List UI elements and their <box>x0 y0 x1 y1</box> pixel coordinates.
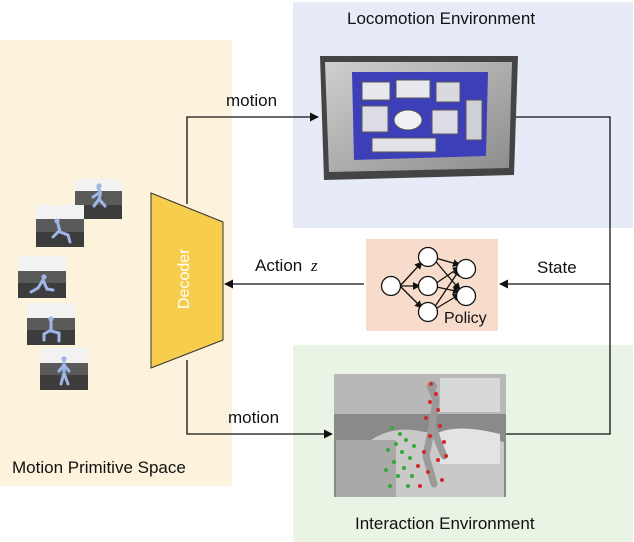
locomotion-environment-label: Locomotion Environment <box>347 9 536 28</box>
flow-arrows <box>186 112 611 439</box>
motion-label-top: motion <box>226 91 278 110</box>
action-label: Action z <box>255 256 318 276</box>
policy-network <box>380 246 477 323</box>
motion-primitive-space-label: Motion Primitive Space <box>12 458 186 477</box>
arrow-motion-to-interaction <box>186 360 333 439</box>
motion-thumbnail-2 <box>36 205 84 247</box>
decoder-label: Decoder <box>176 248 193 309</box>
policy-label: Policy <box>444 310 487 327</box>
action-symbol: z <box>310 256 318 275</box>
locomotion-scene-image <box>320 56 518 180</box>
interaction-scene-image <box>334 374 506 497</box>
decoder-block <box>150 192 224 369</box>
motion-primitive-thumbnails <box>18 179 122 390</box>
motion-thumbnail-5 <box>40 348 88 390</box>
arrow-motion-to-locomotion <box>186 112 319 204</box>
state-label: State <box>537 258 577 277</box>
motion-label-bottom: motion <box>228 408 280 427</box>
arrow-state-feedback <box>506 116 611 435</box>
interaction-environment-label: Interaction Environment <box>355 514 535 533</box>
action-label-text: Action <box>255 256 303 275</box>
motion-thumbnail-3 <box>18 256 66 298</box>
motion-thumbnail-4 <box>27 303 75 345</box>
